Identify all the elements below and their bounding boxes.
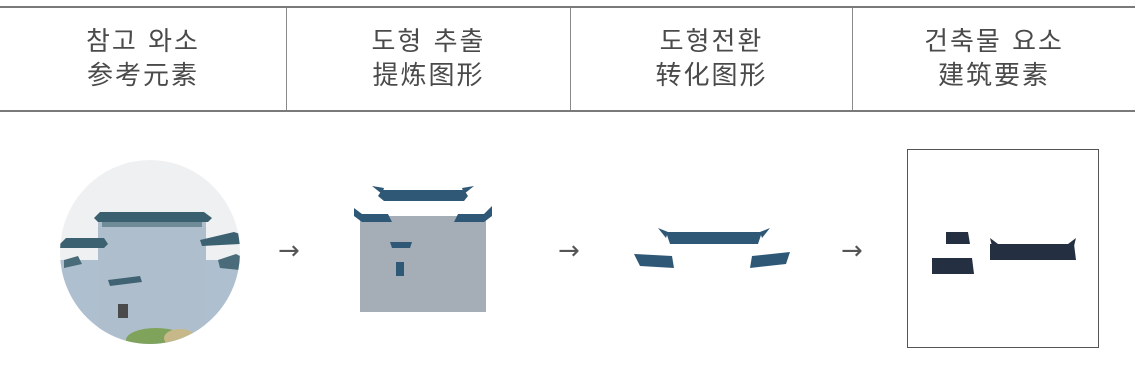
photo-window-eave [108, 276, 142, 286]
arrow-right-icon: → [841, 236, 863, 266]
shape-top-roof-left-tip [372, 186, 384, 194]
extracted-shape [352, 186, 494, 312]
header-korean-label: 건축물 요소 [924, 27, 1064, 57]
reference-photo-image [60, 160, 240, 344]
arrow-right-icon: → [278, 236, 300, 266]
building-element-box [907, 149, 1099, 348]
building-element-graphic [932, 232, 1076, 274]
shape-left-roof [354, 208, 392, 222]
header-cell-transform: 도형전환 转化图形 [571, 8, 853, 110]
shape-wall [360, 216, 486, 312]
photo-left-roof [60, 238, 108, 248]
header-chinese-label: 转化图形 [655, 61, 768, 91]
trans-top-left-tip [658, 228, 668, 238]
photo-right-roof [200, 232, 240, 246]
element-upper-left-block [946, 232, 970, 244]
photo-low-roof-right [218, 254, 240, 270]
header-chinese-label: 参考元素 [86, 61, 199, 91]
element-beam-left-tip [990, 238, 998, 246]
shape-top-roof-right-tip [462, 186, 474, 194]
transformed-shape-graphic [634, 228, 790, 268]
element-lower-left-block [932, 258, 974, 274]
photo-main-roof [94, 212, 212, 222]
header-korean-label: 도형전환 [659, 27, 764, 57]
trans-left-roof [634, 254, 674, 268]
reference-photo [60, 160, 240, 344]
header-chinese-label: 建筑要素 [937, 61, 1050, 91]
header-korean-label: 도형 추출 [371, 27, 486, 57]
shape-window [396, 262, 404, 276]
header-cell-building: 건축물 요소 建筑要素 [853, 8, 1135, 110]
header-cell-extract: 도형 추출 提炼图形 [287, 8, 571, 110]
shape-right-roof [454, 206, 492, 222]
photo-window [118, 304, 128, 318]
element-main-beam [990, 244, 1076, 260]
header-chinese-label: 提炼图形 [372, 61, 485, 91]
shape-top-roof [378, 190, 468, 201]
shape-window-eave [390, 242, 412, 248]
photo-low-roof-left [64, 256, 82, 268]
transformed-shape [630, 228, 795, 273]
header-cell-reference: 참고 와소 参考元素 [0, 8, 287, 110]
extracted-shape-graphic [354, 186, 492, 312]
element-beam-right-tip [1068, 238, 1076, 246]
trans-top-right-tip [760, 228, 770, 238]
trans-top-roof [666, 232, 762, 244]
photo-roof-trim [102, 222, 202, 227]
arrow-right-icon: → [558, 236, 580, 266]
trans-right-roof [750, 252, 790, 268]
header-table: 참고 와소 参考元素 도형 추출 提炼图形 도형전환 转化图形 건축물 요소 建… [0, 6, 1135, 112]
header-korean-label: 참고 와소 [86, 27, 200, 57]
